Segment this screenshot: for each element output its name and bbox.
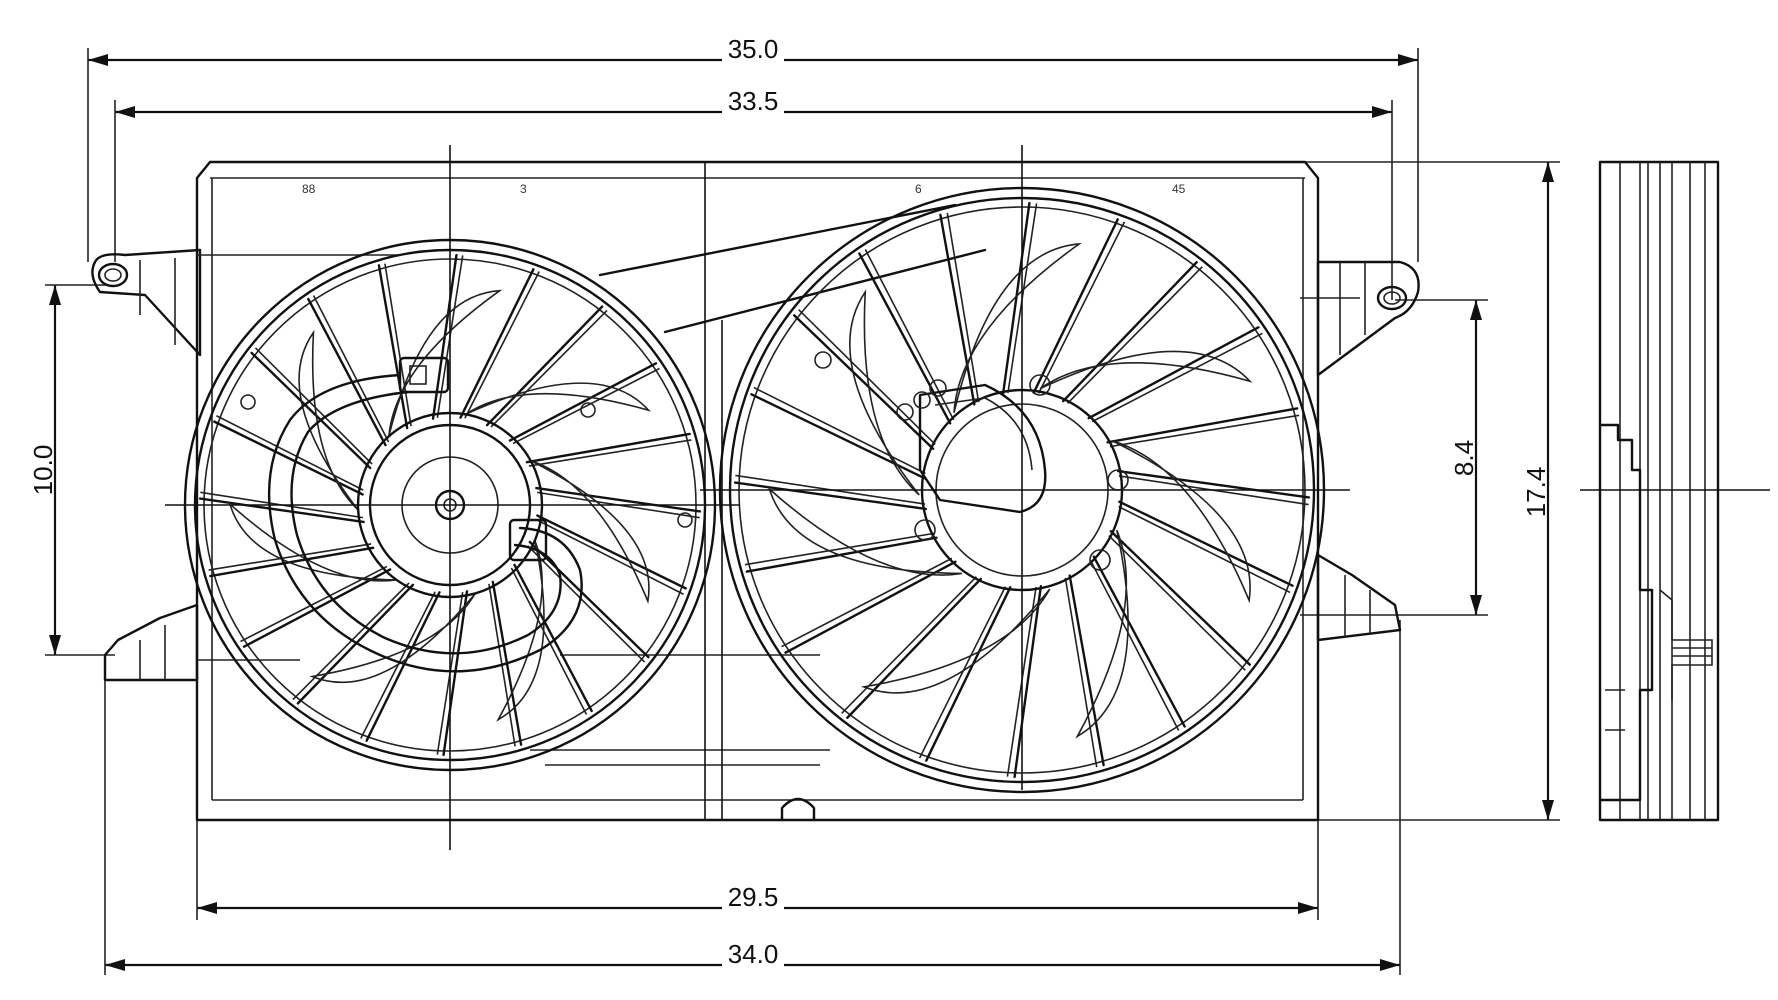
left-fan-spoke <box>209 546 375 578</box>
center-lines <box>165 145 1350 850</box>
right-fan-blade <box>860 588 1051 694</box>
right-fan-spoke <box>1068 574 1105 767</box>
right-fan-spokes <box>733 201 1311 779</box>
left-fan-spoke-edge <box>536 519 684 595</box>
right-fan-blade <box>953 242 1082 413</box>
right-fan-spoke-edge <box>753 386 926 475</box>
frame-mark-c: 6 <box>915 182 922 196</box>
right-fan-spoke-edge <box>946 212 980 403</box>
right-fan-spoke <box>1001 201 1031 396</box>
right-fan-blade <box>1039 350 1253 390</box>
left-fan-spoke-edge <box>528 439 692 467</box>
left-fan-spokes <box>198 253 702 757</box>
left-fan-spoke-edge <box>490 309 608 428</box>
right-fan-spoke-edge <box>841 576 977 714</box>
left-fan-spoke <box>198 497 365 524</box>
left-fan-spoke <box>365 591 441 742</box>
right-fan-spoke <box>1062 261 1198 403</box>
right-fan-spoke <box>1013 584 1043 779</box>
left-fan-blade <box>309 593 476 684</box>
right-fan-spoke-edge <box>1091 332 1263 423</box>
right-fan-spoke <box>846 577 982 719</box>
dim-frame-width-bottom: 29.5 <box>728 882 779 912</box>
left-fan-spoke-edge <box>527 545 646 663</box>
side-view <box>1580 160 1770 822</box>
right-fan-spoke <box>1116 469 1311 499</box>
left-fan-spoke <box>528 540 650 659</box>
left-fan-spoke-edge <box>208 543 372 571</box>
left-fan-blades <box>228 289 652 722</box>
frame-mark-a: 88 <box>302 182 316 196</box>
right-fan-spoke <box>733 481 928 511</box>
left-fan-blade <box>530 460 650 605</box>
dim-mount-width-top: 33.5 <box>728 86 779 116</box>
right-fan-spoke-edge <box>744 532 935 566</box>
right-fan-spoke-edge <box>1037 221 1126 394</box>
left-fan-spoke <box>536 514 687 590</box>
right-fan-spoke <box>939 213 976 406</box>
right-fan-spoke-edge <box>1067 266 1203 404</box>
right-fan-spoke <box>793 314 935 450</box>
right-fan-spoke <box>1109 530 1251 666</box>
dim-overall-width-bottom: 34.0 <box>728 939 779 969</box>
left-fan-spoke <box>535 486 702 513</box>
right-fan-blade <box>1075 529 1129 739</box>
right-fan-spoke <box>784 560 957 654</box>
left-fan-spoke <box>525 432 691 464</box>
right-fan-blade <box>848 289 920 496</box>
frame-mark-b: 3 <box>520 182 527 196</box>
right-fan-spoke <box>745 536 938 573</box>
left-fan-spoke <box>296 583 415 705</box>
right-fan-blade <box>767 486 962 576</box>
left-fan-spoke <box>485 305 604 427</box>
right-fan-spoke-edge <box>1089 559 1180 731</box>
left-fan-spoke <box>242 568 392 648</box>
right-fan-blade <box>1112 440 1251 604</box>
right-fan-spoke-edge <box>1109 414 1300 448</box>
dimension-lines <box>45 48 1560 975</box>
right-fan-spoke <box>1032 218 1119 394</box>
right-fan-spoke <box>1092 555 1186 728</box>
right-fan-spoke <box>925 586 1012 762</box>
left-fan-spoke-edge <box>254 347 373 465</box>
right-fan-spoke-edge <box>1064 577 1098 768</box>
frame-mark-d: 45 <box>1172 182 1186 196</box>
left-fan-spoke <box>513 563 593 713</box>
left-fan-spoke <box>508 362 658 442</box>
right-fan-spoke-edge <box>918 586 1007 759</box>
left-fan-spoke-edge <box>512 367 660 445</box>
right-fan-spoke <box>1087 326 1260 420</box>
dim-left-height: 10.0 <box>28 445 58 496</box>
shroud-frame: 88 3 6 45 <box>91 160 1420 822</box>
right-fan-spoke-edge <box>864 249 955 421</box>
left-fan-spoke-edge <box>312 295 390 443</box>
left-fan-spoke <box>250 351 372 470</box>
right-fan-spoke <box>858 252 952 425</box>
left-fan-spoke <box>459 268 535 419</box>
right-fan-spoke-edge <box>1118 505 1291 594</box>
dim-overall-height: 17.4 <box>1521 467 1551 518</box>
left-fan-spoke-edge <box>216 415 364 491</box>
dim-overall-width-top: 35.0 <box>728 34 779 64</box>
left-fan-spoke-edge <box>292 582 410 701</box>
left-fan-spoke <box>377 264 409 430</box>
dimension-labels: 35.0 33.5 29.5 34.0 10.0 8.4 17.4 <box>28 34 1551 969</box>
left-fan-blade <box>298 329 359 511</box>
left-fan-spoke <box>442 590 469 757</box>
right-fan-spoke <box>1118 500 1294 587</box>
left-fan-spoke-edge <box>510 567 588 715</box>
left-fan-spoke-edge <box>384 263 412 427</box>
left-fan-blade <box>496 540 545 722</box>
left-fan-blade <box>388 289 503 436</box>
left-fan-spoke-edge <box>464 271 540 419</box>
right-fan-spoke-edge <box>1108 535 1246 671</box>
right-fan-blades <box>767 242 1253 739</box>
dim-right-mount-height: 8.4 <box>1449 440 1479 476</box>
left-fan-blade <box>465 382 652 415</box>
left-fan-spoke <box>307 297 387 447</box>
right-fan-spoke <box>1106 407 1299 444</box>
